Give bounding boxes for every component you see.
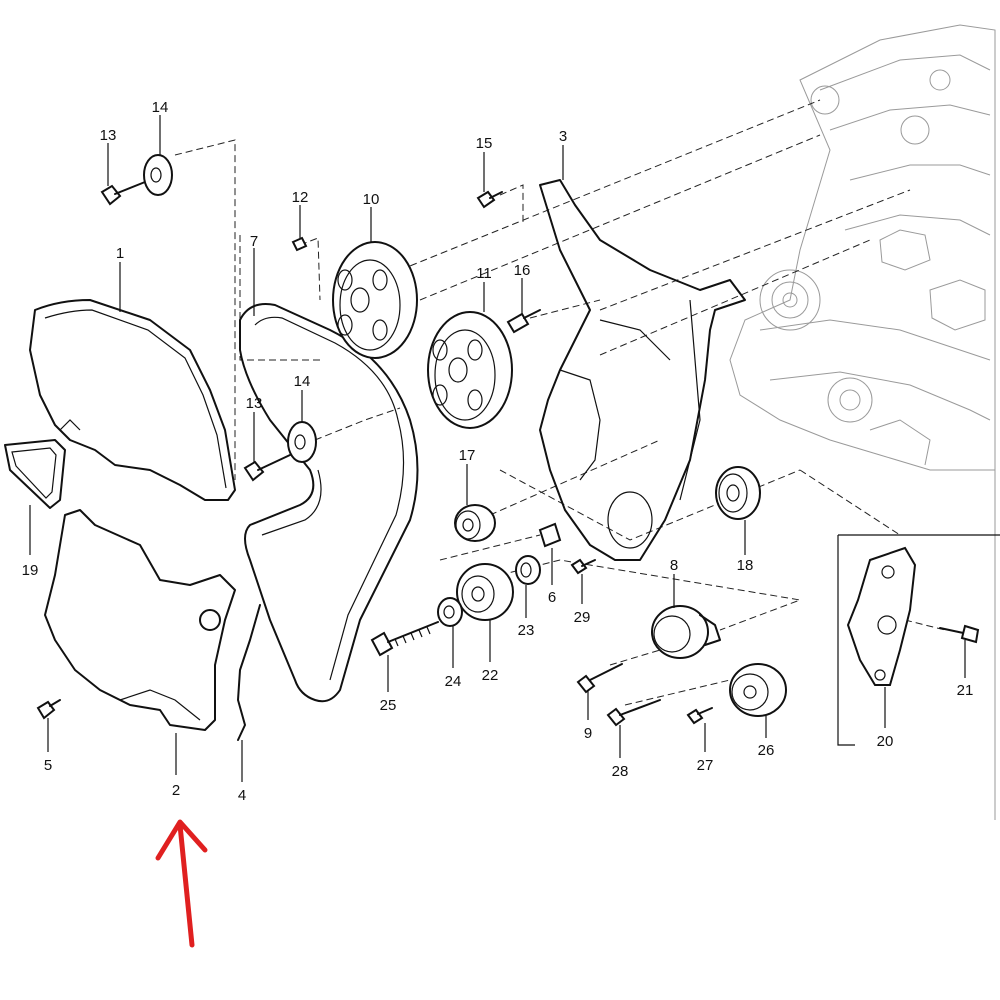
part-12-pin bbox=[291, 236, 308, 252]
part-2-lower-cover bbox=[44, 509, 236, 731]
part-16-stud bbox=[506, 309, 541, 334]
callout-4: 4 bbox=[238, 787, 246, 804]
callout-2: 2 bbox=[172, 782, 180, 799]
callout-7: 7 bbox=[250, 233, 258, 250]
callout-9: 9 bbox=[584, 725, 592, 742]
part-11-camshaft-pulley bbox=[427, 311, 513, 429]
red-annotation-arrow bbox=[155, 819, 208, 948]
callout-14-upper: 14 bbox=[152, 99, 169, 116]
part-10-camshaft-pulley bbox=[332, 241, 418, 359]
part-22-crank-sprocket bbox=[456, 563, 514, 621]
part-19-gasket bbox=[4, 439, 66, 509]
part-3-rear-cover bbox=[539, 179, 746, 561]
part-4-seal-strip bbox=[237, 604, 261, 741]
part-5-bolt bbox=[36, 699, 61, 720]
callout-11: 11 bbox=[476, 265, 492, 282]
alignment-lines bbox=[174, 99, 946, 706]
part-24-washer bbox=[437, 597, 463, 627]
part-27-bolt bbox=[686, 707, 713, 725]
callout-25: 25 bbox=[380, 697, 397, 714]
part-25-crank-bolt bbox=[370, 621, 439, 657]
part-15-bolt bbox=[476, 190, 503, 209]
part-13-bolt-upper bbox=[100, 181, 146, 206]
callout-18: 18 bbox=[737, 557, 754, 574]
part-28-bolt bbox=[606, 699, 661, 727]
part-14-washer-lower bbox=[287, 421, 317, 463]
part-13-bolt-lower bbox=[243, 454, 291, 482]
part-14-washer-upper bbox=[143, 154, 173, 196]
callout-6: 6 bbox=[548, 589, 556, 606]
leader-lines bbox=[29, 115, 966, 782]
part-23-ring bbox=[515, 555, 541, 585]
callout-10: 10 bbox=[363, 191, 380, 208]
part-17-roller bbox=[454, 504, 496, 542]
engine-block-outline bbox=[729, 24, 996, 820]
callout-26: 26 bbox=[758, 742, 775, 759]
callout-13-lower: 13 bbox=[246, 395, 263, 412]
part-18-bearing bbox=[715, 466, 761, 520]
callout-20: 20 bbox=[877, 733, 894, 750]
part-26-idler-roller bbox=[729, 663, 787, 717]
callout-14-lower: 14 bbox=[294, 373, 311, 390]
callout-19: 19 bbox=[22, 562, 39, 579]
callout-29: 29 bbox=[574, 609, 591, 626]
part-6-sleeve bbox=[538, 522, 562, 548]
part-9-bolt bbox=[576, 663, 623, 694]
callout-27: 27 bbox=[697, 757, 714, 774]
callout-15: 15 bbox=[476, 135, 493, 152]
callout-28: 28 bbox=[612, 763, 629, 780]
callout-22: 22 bbox=[482, 667, 499, 684]
callout-8: 8 bbox=[670, 557, 678, 574]
callout-1: 1 bbox=[116, 245, 124, 262]
part-1-upper-cover bbox=[29, 299, 236, 501]
callout-12: 12 bbox=[292, 189, 309, 206]
part-20-bracket-box bbox=[837, 534, 1000, 746]
callout-23: 23 bbox=[518, 622, 535, 639]
callout-24: 24 bbox=[445, 673, 462, 690]
callout-3: 3 bbox=[559, 128, 567, 145]
part-20-mount-bracket bbox=[846, 546, 917, 686]
callout-labels: 1 2 3 4 5 6 7 8 9 10 11 12 13 13 14 14 1… bbox=[22, 99, 974, 804]
callout-13-upper: 13 bbox=[100, 127, 117, 144]
part-29-bolt bbox=[570, 558, 596, 575]
part-8-tensioner bbox=[651, 605, 721, 659]
callout-21: 21 bbox=[957, 682, 974, 699]
callout-16: 16 bbox=[514, 262, 531, 279]
callout-5: 5 bbox=[44, 757, 52, 774]
callout-17: 17 bbox=[459, 447, 476, 464]
part-21-bolt bbox=[939, 624, 980, 644]
